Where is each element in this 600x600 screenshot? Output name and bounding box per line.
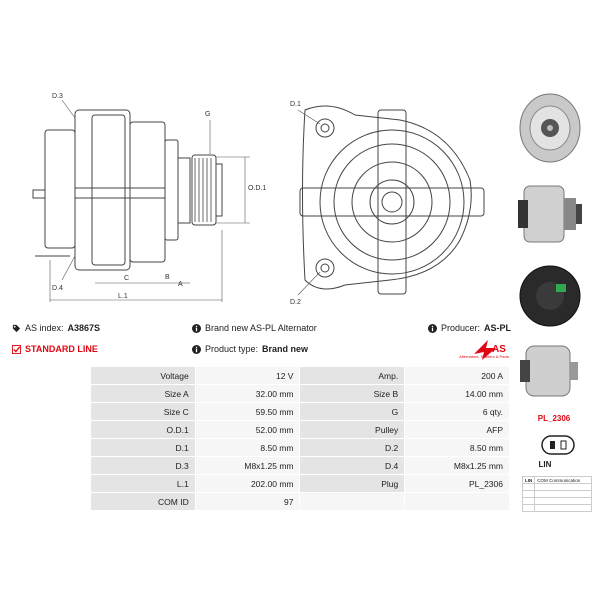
table-row [521, 490, 592, 498]
spec-value: 200 A [404, 366, 510, 385]
info-icon [192, 344, 201, 354]
pin-name [521, 497, 536, 505]
plug-title: PL_2306 [537, 414, 571, 423]
spec-value: 97 [194, 492, 301, 511]
spec-value: 8.50 mm [404, 438, 510, 457]
logo-subtitle: Alternators, Starters & Parts [459, 354, 509, 359]
brand-text: Brand new AS-PL Alternator [205, 323, 317, 333]
spec-label: Plug [299, 474, 406, 493]
spec-value: 8.50 mm [194, 438, 301, 457]
label-l1: L.1 [118, 293, 128, 300]
technical-drawing: D.3 D.4 G O.D.1 C B A L.1 D.1 D.2 [32, 93, 485, 306]
logo-text: AS [492, 344, 506, 355]
plug-pin-label: LIN [538, 460, 552, 469]
label-d3: D.3 [52, 93, 63, 100]
spec-label: Pulley [299, 420, 406, 439]
spec-value: 6 qty. [404, 402, 510, 421]
standard-line-text: STANDARD LINE [25, 344, 98, 354]
label-g: G [205, 111, 210, 118]
spec-value: 12 V [194, 366, 301, 385]
spec-value: 59.50 mm [194, 402, 301, 421]
pin-description [534, 497, 592, 505]
pin-description [534, 504, 592, 512]
spec-label: D.2 [299, 438, 406, 457]
info-icon [192, 323, 201, 333]
pin-name [521, 490, 536, 498]
spec-value: M8x1.25 mm [404, 456, 510, 475]
plug-connector-icon [541, 435, 575, 455]
producer: Producer: AS-PL [428, 323, 511, 333]
label-a: A [178, 281, 183, 288]
spec-label: D.1 [90, 438, 196, 457]
table-row [521, 497, 592, 505]
brand-info: Brand new AS-PL Alternator [192, 323, 317, 333]
spec-label: O.D.1 [90, 420, 196, 439]
tag-icon [12, 324, 21, 332]
spec-label [299, 492, 406, 511]
spec-value: 202.00 mm [194, 474, 301, 493]
spec-label: G [299, 402, 406, 421]
pin-name [521, 483, 536, 491]
product-photo-angle [516, 338, 584, 406]
product-type-label: Product type: [205, 344, 259, 354]
product-type-value: Brand new [262, 344, 309, 354]
pin-description: COM Communication [534, 476, 592, 484]
spec-label: Size C [90, 402, 196, 421]
spec-value [404, 492, 510, 511]
as-index-value: A3867S [67, 323, 101, 333]
label-b: B [165, 274, 170, 281]
as-index: AS index: A3867S [12, 323, 100, 333]
label-d1: D.1 [290, 101, 301, 108]
spec-value: PL_2306 [404, 474, 510, 493]
spec-value: 32.00 mm [194, 384, 301, 403]
as-pl-logo: AS [474, 340, 506, 360]
standard-line: STANDARD LINE [12, 344, 98, 354]
table-row [521, 504, 592, 512]
label-d4: D.4 [52, 285, 63, 292]
info-icon [428, 323, 437, 333]
spec-value: 52.00 mm [194, 420, 301, 439]
table-row [521, 483, 592, 491]
pin-description [534, 490, 592, 498]
spec-label: Size A [90, 384, 196, 403]
label-d2: D.2 [290, 299, 301, 306]
spec-label: Amp. [299, 366, 406, 385]
product-photo-side [516, 176, 584, 252]
spec-label: D.4 [299, 456, 406, 475]
product-type: Product type: Brand new [192, 344, 308, 354]
product-photo-rear [516, 258, 584, 334]
pin-name: LIN [521, 476, 536, 484]
spec-value: AFP [404, 420, 510, 439]
spec-label: COM ID [90, 492, 196, 511]
label-c: C [124, 275, 129, 282]
pin-description [534, 483, 592, 491]
spec-label: Voltage [90, 366, 196, 385]
spec-label: Size B [299, 384, 406, 403]
producer-label: Producer: [441, 323, 481, 333]
spec-label: D.3 [90, 456, 196, 475]
label-od1: O.D.1 [248, 185, 266, 192]
spec-value: 14.00 mm [404, 384, 510, 403]
producer-value: AS-PL [484, 323, 512, 333]
spec-value: M8x1.25 mm [194, 456, 301, 475]
as-index-label: AS index: [25, 323, 64, 333]
pin-name [521, 504, 536, 512]
product-photo-front [516, 88, 584, 166]
spec-label: L.1 [90, 474, 196, 493]
checkbox-icon [12, 344, 21, 354]
